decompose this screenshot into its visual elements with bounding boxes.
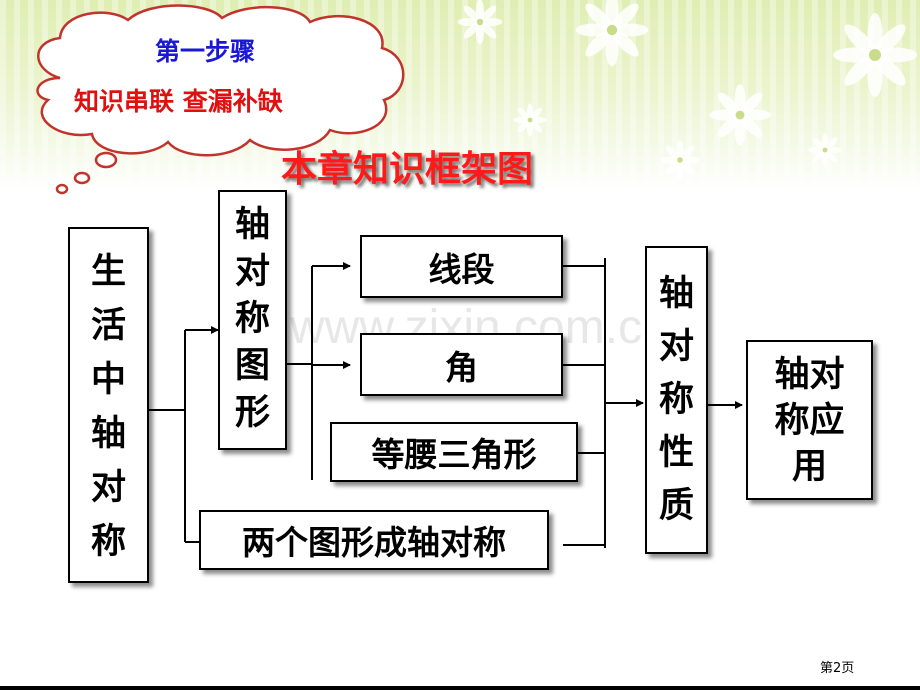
node-application-line: 用 [791,447,827,487]
node-isosceles-triangle: 等腰三角形 [330,422,578,482]
node-property-char: 称 [658,380,694,420]
node-symmetry-application: 轴对 称应 用 [746,340,873,500]
bottom-border [0,686,920,690]
node-figure-char: 称 [234,299,270,339]
node-property-char: 性 [658,433,694,473]
node-figure-label: 轴 对 称 图 形 [220,202,285,437]
node-figure-char: 对 [234,252,270,292]
node-life-label: 生 活 中 轴 对 称 [70,245,147,569]
node-property-char: 质 [658,486,694,526]
node-application-line: 称应 [774,401,845,441]
page-title: 本章知识框架图 [281,149,534,190]
node-life-char: 生 [90,252,126,292]
node-symmetry-property: 轴 对 称 性 质 [645,246,708,554]
node-segment: 线段 [360,235,563,298]
node-life-char: 轴 [90,414,126,454]
node-angle-label: 角 [445,347,478,387]
node-figure-char: 轴 [234,205,270,245]
node-isosceles-label: 等腰三角形 [371,435,537,474]
node-property-char: 对 [658,327,694,367]
node-application-line: 轴对 [774,355,845,395]
thought-bubble [36,4,405,195]
node-two-figures-symmetric: 两个图形成轴对称 [199,510,549,570]
node-life-char: 对 [90,468,126,508]
node-property-label: 轴 对 称 性 质 [647,268,706,533]
node-figure-char: 形 [234,393,270,433]
node-application-label: 轴对 称应 用 [748,352,871,490]
node-life-char: 中 [90,360,126,400]
node-life-axial-symmetry: 生 活 中 轴 对 称 [68,227,149,583]
bubble-step-label: 第一步骤 [155,37,256,66]
node-segment-label: 线段 [428,249,495,289]
node-two-figures-label: 两个图形成轴对称 [242,523,506,562]
node-angle: 角 [360,333,563,396]
page-number: 第2页 [820,661,855,676]
node-property-char: 轴 [658,274,694,314]
node-figure-char: 图 [234,346,270,386]
node-life-char: 称 [90,522,126,562]
node-life-char: 活 [90,306,126,346]
bubble-subtitle: 知识串联 查漏补缺 [74,87,283,116]
node-axisymmetric-figure: 轴 对 称 图 形 [218,190,287,450]
